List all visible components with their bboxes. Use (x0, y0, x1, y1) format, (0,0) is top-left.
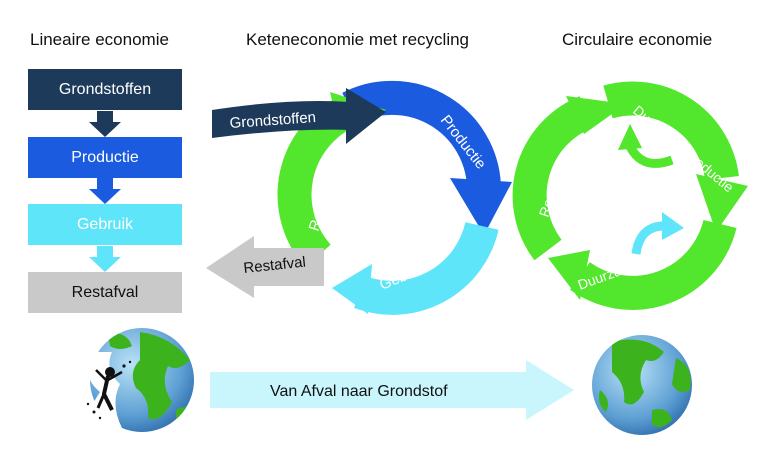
chain-output-arrow (206, 236, 324, 298)
person-throwing-trash-icon (86, 360, 132, 420)
linear-step-restafval: Restafval (28, 272, 182, 313)
circular-inner-loop-gebruik (631, 212, 684, 255)
bottom-arrow (210, 360, 574, 420)
chain-input-arrow (212, 88, 386, 144)
globe-icon-right (592, 335, 692, 435)
circular-inner-loop-productie (618, 124, 674, 168)
linear-down-arrow-1 (89, 111, 121, 137)
chain-input-label: Grondstoffen (229, 109, 316, 132)
circular-gebruik-arrow (548, 219, 737, 310)
header-chain: Keteneconomie met recycling (246, 30, 470, 49)
linear-down-arrow-3 (89, 246, 121, 272)
circular-recycling-arrow (512, 96, 626, 261)
globe-icon (87, 328, 194, 432)
circular-productie-arrow (603, 81, 748, 232)
linear-step-gebruik: Gebruik (28, 204, 182, 245)
chain-gebruik-arrow (332, 221, 499, 315)
linear-step-grondstoffen: Grondstoffen (28, 69, 182, 110)
linear-down-arrow-2 (89, 178, 121, 204)
bottom-arrow-label: Van Afval naar Grondstof (270, 383, 448, 400)
header-linear: Lineaire economie (30, 30, 169, 49)
chain-output-label: Restafval (243, 254, 307, 277)
header-circular: Circulaire economie (562, 30, 713, 49)
linear-step-productie: Productie (28, 137, 182, 178)
chain-productie-arrow (342, 80, 512, 235)
